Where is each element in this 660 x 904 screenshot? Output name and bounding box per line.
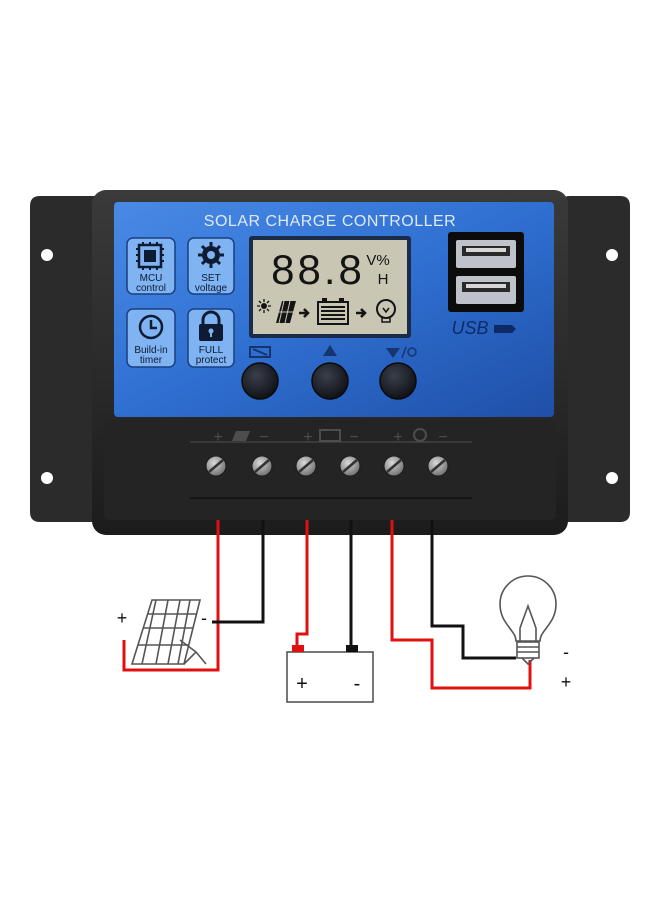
arrow-right-icon <box>356 308 367 318</box>
lcd-display: 88.8 V% H <box>249 236 411 338</box>
bulb-mark-icon <box>413 428 427 442</box>
terminal-screw[interactable] <box>295 455 317 477</box>
feature-label: voltage <box>195 283 228 294</box>
load-minus-label: - <box>563 642 569 662</box>
terminal-block <box>104 420 556 520</box>
solar-minus-label: - <box>201 608 207 628</box>
terminal-screws <box>205 455 449 477</box>
load-positive-wire <box>390 520 532 690</box>
solar-plus-label: + <box>117 608 128 628</box>
slash-divider <box>401 346 407 359</box>
mounting-tabs <box>30 196 630 522</box>
lcd-unit-top: V% <box>366 252 389 269</box>
terminal-sign: + <box>213 429 222 446</box>
mount-hole <box>41 249 53 261</box>
lcd-solar-panel-icon <box>276 300 296 324</box>
terminal-screw[interactable] <box>339 455 361 477</box>
feature-label: SET <box>201 273 220 284</box>
battery-icon <box>286 645 374 703</box>
down-triangle-icon <box>386 348 400 358</box>
panel-title: SOLAR CHARGE CONTROLLER <box>204 213 456 230</box>
terminal-sign: + <box>303 429 312 446</box>
solar-negative-wire <box>212 520 265 624</box>
load-negative-wire <box>430 520 516 660</box>
feature-label: MCU <box>140 273 163 284</box>
terminal-screw[interactable] <box>205 455 227 477</box>
wiring-diagram <box>122 520 532 690</box>
solar-positive-wire <box>122 520 220 672</box>
mount-hole <box>41 472 53 484</box>
feature-label: protect <box>196 355 227 366</box>
mount-hole <box>606 472 618 484</box>
menu-button[interactable] <box>241 362 279 400</box>
battery-mark-icon <box>319 429 341 442</box>
chip-icon <box>136 242 164 270</box>
light-bulb-icon <box>499 575 557 666</box>
sun-icon <box>257 299 271 313</box>
usb-ports <box>448 232 524 312</box>
terminal-sign: − <box>438 429 447 446</box>
mount-hole <box>606 249 618 261</box>
terminal-screw[interactable] <box>427 455 449 477</box>
gear-icon <box>198 242 224 268</box>
menu-icon <box>249 346 271 358</box>
feature-label: timer <box>140 355 163 366</box>
battery-positive-wire <box>295 520 309 648</box>
feature-tile-timer: Build-in timer <box>126 308 176 368</box>
terminal-sign: − <box>259 429 268 446</box>
bulb-small-icon <box>407 347 417 357</box>
up-button[interactable] <box>311 362 349 400</box>
up-triangle-icon <box>323 345 337 356</box>
usb-plug-icon <box>494 325 516 333</box>
solar-mark-icon <box>232 431 250 441</box>
terminal-screw[interactable] <box>383 455 405 477</box>
feature-label: Build-in <box>134 345 167 356</box>
feature-tile-protect: FULL protect <box>187 308 235 368</box>
down-button[interactable] <box>379 362 417 400</box>
solar-panel-icon <box>130 599 207 665</box>
lcd-value: 88.8 <box>271 246 365 293</box>
usb-label: USB <box>451 318 488 338</box>
feature-tile-set-voltage: SET voltage <box>187 237 235 295</box>
feature-label: control <box>136 283 166 294</box>
terminal-sign: − <box>349 429 358 446</box>
lock-icon <box>199 310 223 341</box>
battery-plus-label: + <box>296 673 308 695</box>
lcd-bulb-icon <box>376 299 396 323</box>
load-plus-label: + <box>561 672 572 692</box>
battery-minus-label: - <box>354 673 361 695</box>
feature-label: FULL <box>199 345 224 356</box>
feature-tile-mcu: MCU control <box>126 237 176 295</box>
arrow-right-icon <box>299 308 310 318</box>
lcd-unit-bottom: H <box>378 271 389 288</box>
clock-icon <box>138 314 164 340</box>
terminal-screw[interactable] <box>251 455 273 477</box>
lcd-battery-icon <box>317 298 349 325</box>
terminal-sign: + <box>393 429 402 446</box>
